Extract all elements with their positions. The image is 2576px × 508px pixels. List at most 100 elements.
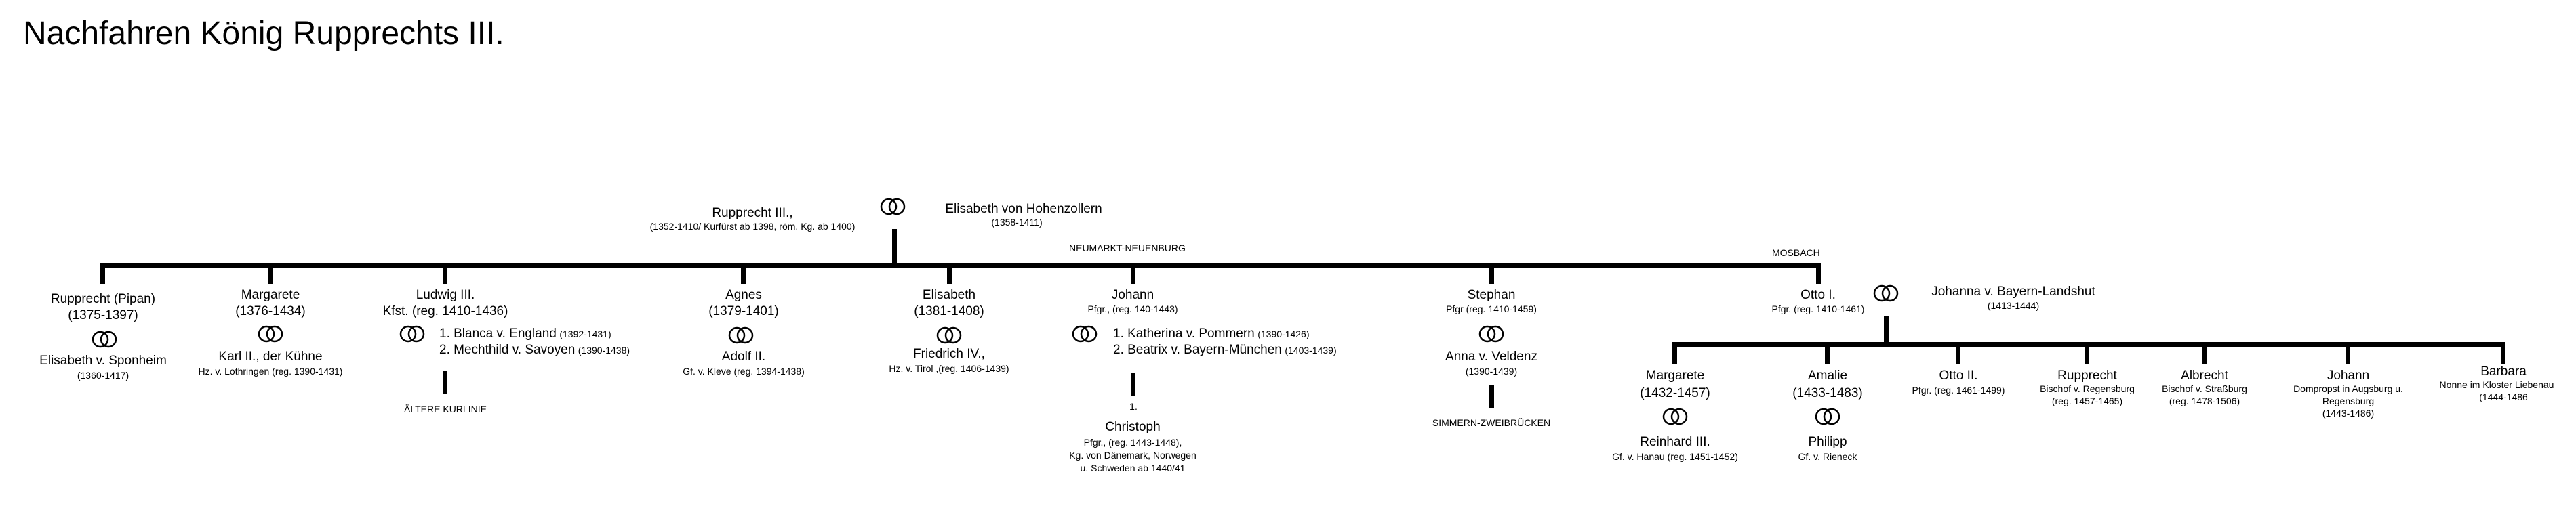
drop-line: [1672, 342, 1677, 364]
root-detail: (1352-1410/ Kurfürst ab 1398, röm. Kg. a…: [649, 221, 856, 232]
otto-child-barbara-name: Barbara: [2480, 364, 2527, 379]
drop-line: [443, 263, 447, 284]
drop-line: [1816, 263, 1821, 284]
child-johann-spouse-1: 1. Katherina v. Pommern (1390-1426): [1113, 326, 1310, 341]
otto-child-amalie-name: Amalie: [1807, 368, 1848, 383]
otto-child-margarete-name: Margarete: [1645, 368, 1705, 383]
rings-icon: [1478, 324, 1505, 344]
grandchild-christoph-detail-1: Pfgr., (reg. 1443-1448),: [1083, 437, 1182, 448]
otto-child-margarete-years: (1432-1457): [1640, 386, 1710, 400]
drop-line: [2346, 342, 2350, 364]
otto-child-amalie-spouse: Philipp: [1808, 435, 1847, 449]
child-stephan-spouse: Anna v. Veldenz: [1445, 350, 1537, 364]
otto-child-barbara-detail-1: Nonne im Kloster Liebenau: [2439, 379, 2554, 390]
otto-child-barbara-detail-2: (1444-1486: [2479, 391, 2528, 402]
label-simmern-zweibruecken: SIMMERN-ZWEIBRÜCKEN: [1432, 417, 1551, 428]
rings-icon: [91, 329, 118, 350]
otto-child-rupprecht-detail-2: (reg. 1457-1465): [2051, 396, 2123, 406]
drop-line: [1489, 263, 1494, 284]
drop-line: [1956, 342, 1960, 364]
root-spouse-name: Elisabeth von Hohenzollern: [945, 202, 1102, 216]
grandchild-christoph-detail-2: Kg. von Dänemark, Norwegen: [1069, 450, 1196, 461]
child-elisabeth-years: (1381-1408): [914, 304, 984, 318]
drop-line: [741, 263, 746, 284]
page-title: Nachfahren König Rupprechts III.: [23, 16, 504, 51]
drop-line: [2085, 342, 2089, 364]
child-margarete-spouse-detail: Hz. v. Lothringen (reg. 1390-1431): [198, 366, 343, 377]
drop-line: [1825, 342, 1830, 364]
johann-descent-line: [1131, 373, 1135, 396]
grandchild-christoph-detail-3: u. Schweden ab 1440/41: [1080, 463, 1186, 473]
child-stephan-spouse-detail: (1390-1439): [1465, 366, 1518, 377]
child-otto-spouse-detail: (1413-1444): [1987, 300, 2040, 311]
otto-child-rupprecht-detail-1: Bischof v. Regensburg: [2040, 383, 2135, 394]
otto-child-albrecht-detail-1: Bischof v. Straßburg: [2162, 383, 2247, 394]
rings-icon: [399, 324, 426, 344]
rings-icon: [1662, 406, 1689, 427]
rings-icon: [879, 196, 906, 217]
otto-child-rupprecht-name: Rupprecht: [2057, 368, 2117, 383]
main-generation-line: [100, 263, 1821, 268]
child-otto-detail: Pfgr. (reg. 1410-1461): [1771, 303, 1865, 314]
label-aeltere-kurlinie: ÄLTERE KURLINIE: [404, 404, 487, 415]
child-elisabeth-spouse-detail: Hz. v. Tirol ,(reg. 1406-1439): [889, 363, 1009, 374]
stephan-descent-line: [1489, 385, 1494, 408]
grandchild-christoph-name: Christoph: [1105, 420, 1161, 434]
child-ludwig-spouse-2: 2. Mechthild v. Savoyen (1390-1438): [439, 343, 630, 357]
root-name: Rupprecht III.,: [712, 206, 793, 220]
otto-child-albrecht-detail-2: (reg. 1478-1506): [2169, 396, 2240, 406]
child-agnes-years: (1379-1401): [708, 304, 779, 318]
child-agnes-spouse: Adolf II.: [721, 350, 766, 364]
root-stem-line: [892, 229, 897, 266]
rings-icon: [257, 324, 284, 344]
otto-child-otto2-name: Otto II.: [1939, 368, 1978, 383]
otto-child-johann-detail-3: (1443-1486): [2322, 408, 2375, 419]
drop-line: [2501, 342, 2505, 364]
label-mosbach: MOSBACH: [1772, 247, 1820, 258]
rings-icon: [727, 325, 754, 345]
rings-icon: [1872, 283, 1899, 303]
otto-stem-line: [1884, 316, 1889, 343]
child-agnes-spouse-detail: Gf. v. Kleve (reg. 1394-1438): [683, 366, 805, 377]
child-rupprecht-pipan-name: Rupprecht (Pipan): [50, 292, 156, 306]
child-otto-spouse: Johanna v. Bayern-Landshut: [1931, 284, 2095, 299]
otto-child-amalie-spouse-detail: Gf. v. Rieneck: [1798, 451, 1857, 462]
child-stephan-detail: Pfgr (reg. 1410-1459): [1446, 303, 1537, 314]
rings-icon: [1814, 406, 1841, 427]
otto-child-amalie-years: (1433-1483): [1792, 386, 1863, 400]
otto-child-margarete-spouse: Reinhard III.: [1640, 435, 1710, 449]
otto-child-johann-detail-1: Dompropst in Augsburg u.: [2293, 383, 2403, 394]
child-johann-spouse-2: 2. Beatrix v. Bayern-München (1403-1439): [1113, 343, 1337, 357]
otto-child-johann-name: Johann: [2327, 368, 2370, 383]
child-rupprecht-pipan-years: (1375-1397): [68, 308, 138, 322]
ludwig-descent-line: [443, 371, 447, 394]
child-elisabeth-name: Elisabeth: [922, 288, 976, 302]
drop-line: [947, 263, 952, 284]
child-margarete-spouse: Karl II., der Kühne: [218, 350, 323, 364]
drop-line: [1131, 263, 1135, 284]
child-stephan-name: Stephan: [1467, 288, 1516, 302]
root-spouse-detail: (1358-1411): [991, 217, 1043, 228]
child-margarete-name: Margarete: [241, 288, 300, 302]
rings-icon: [935, 325, 963, 345]
otto-child-otto2-detail: Pfgr. (reg. 1461-1499): [1912, 385, 2005, 396]
child-otto-name: Otto I.: [1800, 288, 1836, 302]
child-johann-name: Johann: [1111, 288, 1154, 302]
drop-line: [2202, 342, 2207, 364]
child-elisabeth-spouse: Friedrich IV.,: [913, 347, 985, 361]
child-margarete-years: (1376-1434): [235, 304, 306, 318]
child-rupprecht-pipan-spouse: Elisabeth v. Sponheim: [39, 354, 167, 368]
label-neumarkt-neuenburg: NEUMARKT-NEUENBURG: [1069, 242, 1186, 253]
drop-line: [268, 263, 273, 284]
otto-child-albrecht-name: Albrecht: [2181, 368, 2228, 383]
child-johann-detail: Pfgr., (reg. 140-1443): [1087, 303, 1178, 314]
rings-icon: [1071, 324, 1098, 344]
child-ludwig-spouse-1: 1. Blanca v. England (1392-1431): [439, 326, 611, 341]
otto-child-johann-detail-2: Regensburg: [2322, 396, 2375, 406]
christoph-marriage-marker: 1.: [1129, 401, 1138, 412]
child-ludwig-years: Kfst. (reg. 1410-1436): [382, 304, 508, 318]
otto-child-margarete-spouse-detail: Gf. v. Hanau (reg. 1451-1452): [1612, 451, 1738, 462]
child-agnes-name: Agnes: [725, 288, 762, 302]
drop-line: [100, 263, 105, 284]
child-ludwig-name: Ludwig III.: [416, 288, 475, 302]
